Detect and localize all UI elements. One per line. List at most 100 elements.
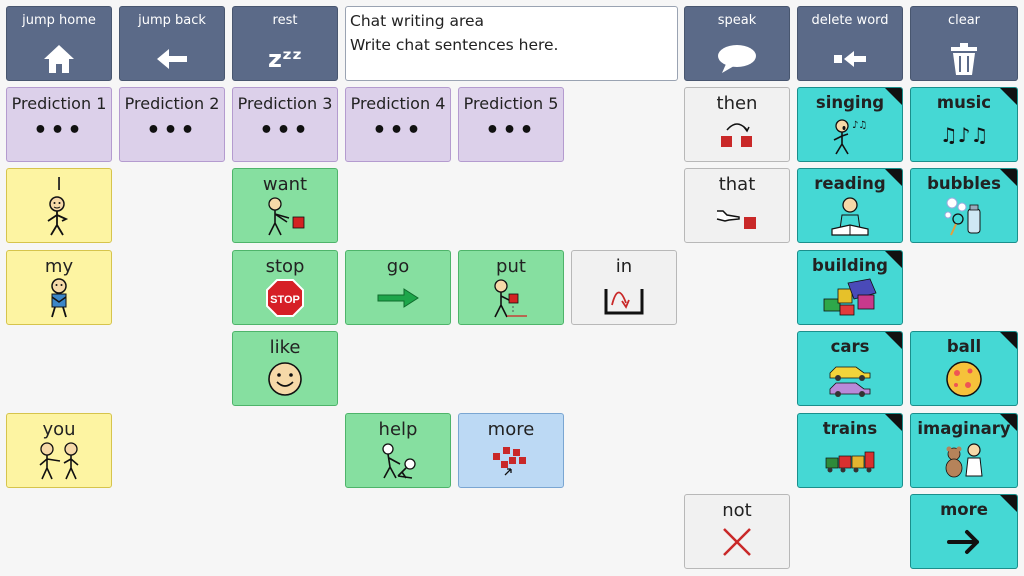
folder-button-singing[interactable]: singing ♪♫ [797, 87, 903, 162]
folder-label: trains [822, 419, 878, 438]
word-button-go[interactable]: go [345, 250, 451, 325]
folder-corner-marker [885, 251, 902, 268]
home-icon [7, 41, 111, 77]
toy-train-icon [798, 439, 902, 483]
ellipsis-icon: ••• [372, 118, 424, 143]
folder-corner-marker [1000, 169, 1017, 186]
prediction-1-button[interactable]: Prediction 1 ••• [6, 87, 112, 162]
folder-corner-marker [1000, 88, 1017, 105]
folder-button-bubbles[interactable]: bubbles [910, 168, 1018, 243]
word-label: more [487, 419, 535, 440]
person-reading-icon [798, 194, 902, 238]
folder-button-trains[interactable]: trains [797, 413, 903, 488]
word-label: like [269, 337, 301, 358]
person-self-icon [7, 194, 111, 238]
word-button-in[interactable]: in [571, 250, 677, 325]
folder-button-more[interactable]: more [910, 494, 1018, 569]
ellipsis-icon: ••• [259, 118, 311, 143]
word-label: I [56, 174, 62, 195]
word-button-then[interactable]: then [684, 87, 790, 162]
prediction-2-button[interactable]: Prediction 2 ••• [119, 87, 225, 162]
folder-button-music[interactable]: music ♫♪♫ [910, 87, 1018, 162]
folder-corner-marker [1000, 332, 1017, 349]
person-placing-icon [459, 276, 563, 320]
folder-label: singing [815, 93, 885, 112]
word-button-you[interactable]: you [6, 413, 112, 488]
word-label: not [722, 500, 752, 521]
ellipsis-icon: ••• [33, 118, 85, 143]
word-label: help [378, 419, 418, 440]
jump-back-button[interactable]: jump back [119, 6, 225, 81]
folder-corner-marker [885, 169, 902, 186]
word-button-put[interactable]: put [458, 250, 564, 325]
toy-cars-icon [798, 357, 902, 401]
two-people-pointing-icon [7, 439, 111, 483]
clear-label: clear [947, 13, 981, 28]
in-container-icon [572, 276, 676, 320]
word-label: then [716, 93, 758, 114]
arrow-right-icon [911, 520, 1017, 564]
prediction-label: Prediction 3 [237, 94, 333, 113]
speak-label: speak [717, 13, 757, 28]
word-label: stop [265, 256, 305, 277]
prediction-3-button[interactable]: Prediction 3 ••• [232, 87, 338, 162]
word-button-i[interactable]: I [6, 168, 112, 243]
word-label: in [615, 256, 633, 277]
word-label: my [44, 256, 74, 277]
delete-word-label: delete word [811, 13, 889, 28]
music-notes-icon: ♫♪♫ [939, 123, 989, 147]
folder-label: reading [814, 174, 886, 193]
person-possessive-icon [7, 276, 111, 320]
folder-label: ball [946, 337, 982, 356]
jump-back-label: jump back [138, 13, 206, 28]
ellipsis-icon: ••• [485, 118, 537, 143]
folder-label: bubbles [927, 174, 1001, 193]
rest-button[interactable]: rest zᶻᶻ [232, 6, 338, 81]
person-reaching-icon [233, 194, 337, 238]
trash-icon [911, 41, 1017, 77]
word-button-more[interactable]: more [458, 413, 564, 488]
folder-corner-marker [885, 414, 902, 431]
folder-button-imaginary[interactable]: imaginary [910, 413, 1018, 488]
folder-corner-marker [885, 88, 902, 105]
word-button-want[interactable]: want [232, 168, 338, 243]
chat-writing-area[interactable]: Chat writing area Write chat sentences h… [345, 6, 678, 81]
ball-icon [911, 357, 1017, 401]
folder-label: cars [830, 337, 870, 356]
more-blocks-icon [459, 439, 563, 483]
folder-button-cars[interactable]: cars [797, 331, 903, 406]
svg-text:STOP: STOP [270, 294, 300, 306]
speech-bubble-icon [685, 41, 789, 77]
prediction-4-button[interactable]: Prediction 4 ••• [345, 87, 451, 162]
delete-word-icon [798, 41, 902, 77]
clear-button[interactable]: clear [910, 6, 1018, 81]
svg-text:♪♫: ♪♫ [852, 120, 867, 131]
folder-corner-marker [1000, 414, 1017, 431]
word-button-help[interactable]: help [345, 413, 451, 488]
word-button-not[interactable]: not [684, 494, 790, 569]
arrow-left-icon [120, 41, 224, 77]
prediction-label: Prediction 1 [11, 94, 107, 113]
folder-label: music [936, 93, 992, 112]
prediction-label: Prediction 2 [124, 94, 220, 113]
folder-corner-marker [885, 332, 902, 349]
delete-word-button[interactable]: delete word [797, 6, 903, 81]
folder-corner-marker [1000, 495, 1017, 512]
word-button-like[interactable]: like [232, 331, 338, 406]
folder-label: imaginary [917, 419, 1011, 438]
word-label: that [718, 174, 756, 195]
speak-button[interactable]: speak [684, 6, 790, 81]
jump-home-button[interactable]: jump home [6, 6, 112, 81]
folder-button-reading[interactable]: reading [797, 168, 903, 243]
word-button-that[interactable]: that [684, 168, 790, 243]
word-button-my[interactable]: my [6, 250, 112, 325]
teddy-bear-play-icon [911, 439, 1017, 483]
folder-button-ball[interactable]: ball [910, 331, 1018, 406]
word-button-stop[interactable]: stop STOP [232, 250, 338, 325]
word-label: go [386, 256, 410, 277]
folder-label: building [812, 256, 888, 275]
prediction-label: Prediction 4 [350, 94, 446, 113]
word-label: want [262, 174, 308, 195]
folder-button-building[interactable]: building [797, 250, 903, 325]
prediction-5-button[interactable]: Prediction 5 ••• [458, 87, 564, 162]
